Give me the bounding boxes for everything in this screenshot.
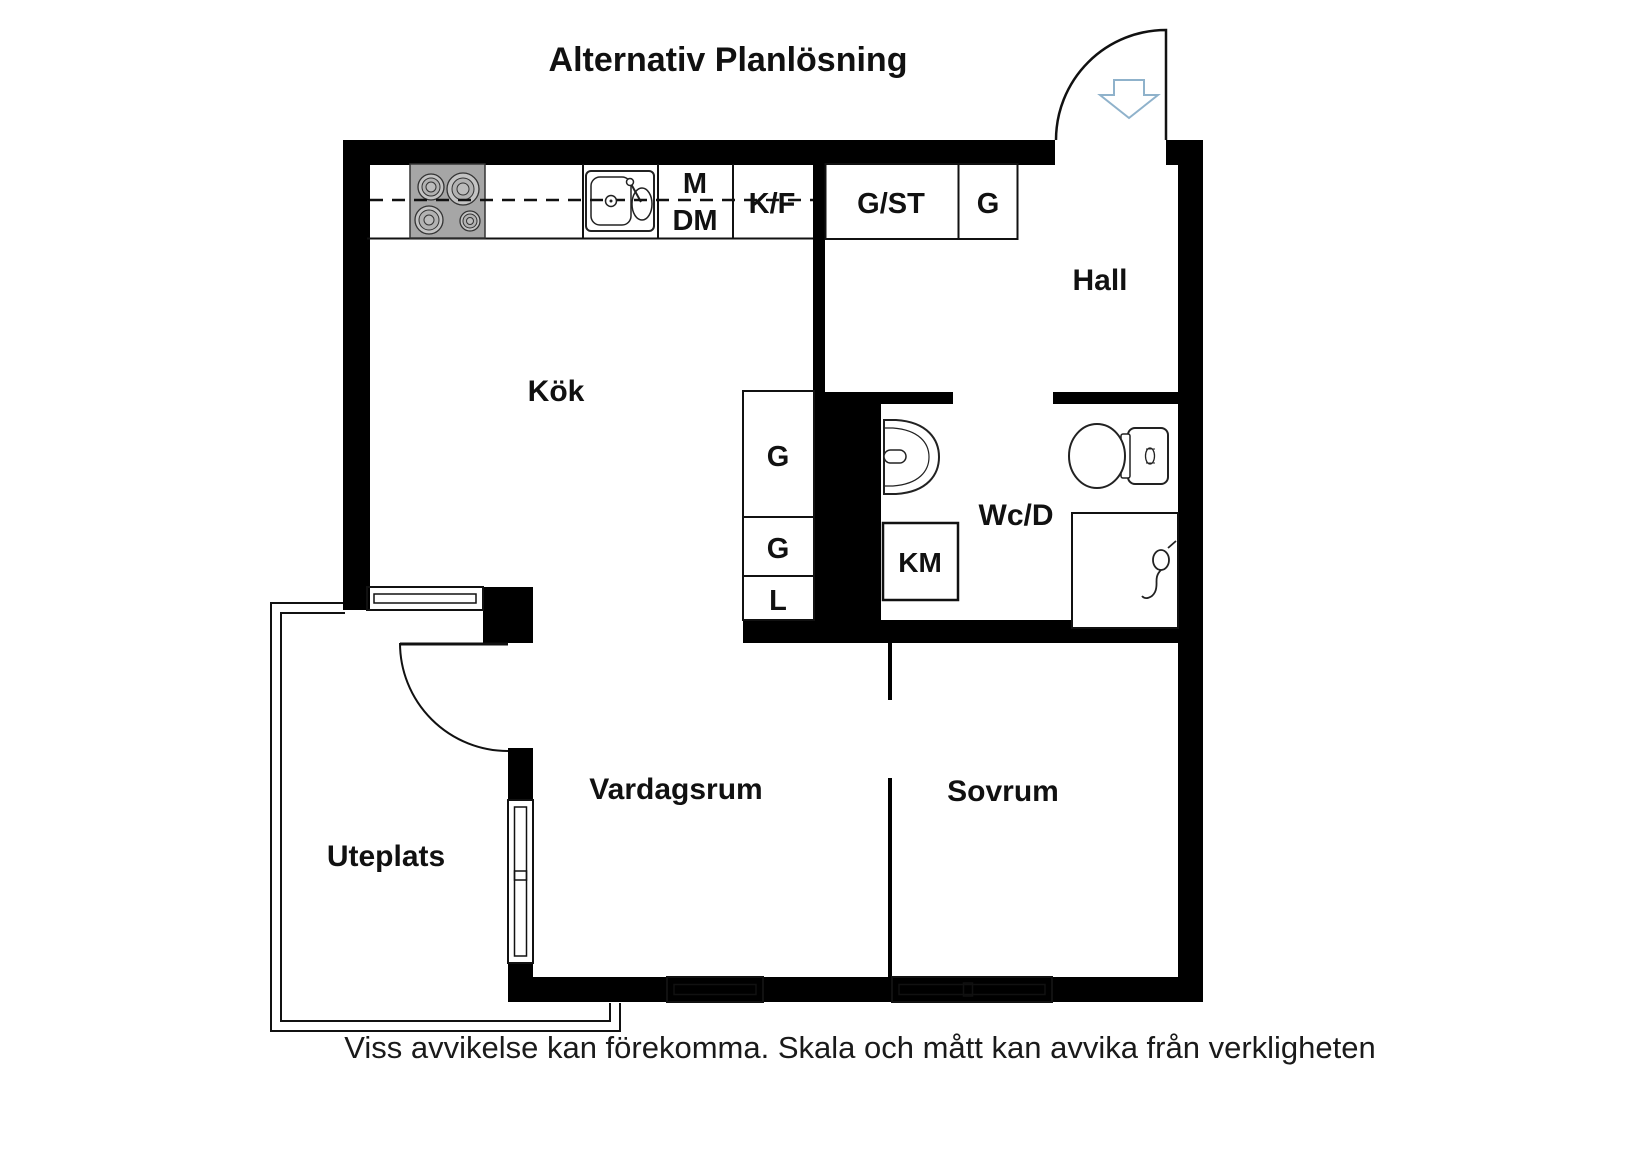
wall-bath-bottom	[743, 620, 1178, 643]
room-label-kitchen: Kök	[528, 375, 585, 408]
wall-bath-top-right	[1053, 392, 1178, 404]
patio-door	[399, 642, 509, 752]
shower-icon	[1141, 540, 1177, 599]
hall-wardrobes	[824, 163, 1019, 240]
window-bedroom	[891, 976, 1053, 1003]
unit-label-wardrobe-cleaning: G/ST	[857, 188, 925, 220]
washing-machine-box	[881, 521, 960, 602]
room-label-hall: Hall	[1072, 264, 1127, 297]
wall-bath-left-thick	[814, 392, 881, 622]
entry-arrow-icon	[1097, 79, 1161, 120]
page-title: Alternativ Planlösning	[549, 41, 908, 79]
wall-room-divider-lower	[888, 778, 892, 977]
wall-bath-top-left	[814, 392, 953, 404]
windows	[366, 586, 1053, 1003]
room-label-patio: Uteplats	[327, 840, 445, 873]
unit-label-washing-machine: KM	[898, 547, 942, 578]
wall-left	[343, 140, 370, 610]
wall-living-left-upper	[508, 748, 533, 800]
window-living-room	[666, 976, 764, 1003]
wash-basin-icon	[883, 419, 941, 495]
wall-right	[1178, 140, 1203, 1002]
wall-bottom	[533, 977, 1203, 1002]
walls	[343, 140, 1203, 1002]
unit-label-wardrobe-hall: G	[977, 188, 1000, 220]
window-kitchen	[366, 586, 484, 611]
room-label-living-room: Vardagsrum	[589, 773, 762, 806]
wall-top	[343, 140, 1055, 165]
entry-door	[1054, 28, 1168, 141]
window-balcony	[507, 799, 534, 964]
doors	[399, 28, 1168, 752]
room-label-bathroom: Wc/D	[979, 499, 1054, 532]
unit-label-microwave: M	[683, 168, 707, 200]
disclaimer-caption: Viss avvikelse kan förekomma. Skala och …	[344, 1030, 1376, 1065]
closet-column	[742, 390, 815, 621]
bathroom-fixtures	[881, 419, 1179, 629]
room-label-bedroom: Sovrum	[947, 775, 1059, 808]
toilet-icon	[1068, 423, 1169, 489]
wall-step-corner	[483, 587, 533, 643]
labels: Alternativ Planlösning Kök Hall Wc/D Var…	[327, 41, 1376, 1065]
unit-label-dishwasher: DM	[672, 205, 717, 237]
kitchen-counter	[367, 163, 813, 240]
patio-fence	[270, 602, 621, 1032]
unit-label-fridge-freezer: K/F	[749, 188, 796, 220]
wall-living-left-lower	[508, 963, 533, 1002]
closet-label-linen: L	[769, 585, 787, 617]
closet-label-g1: G	[767, 441, 790, 473]
wall-kitchen-hall-divider	[813, 163, 825, 392]
closet-label-g2: G	[767, 533, 790, 565]
wall-room-divider-upper	[888, 643, 892, 700]
